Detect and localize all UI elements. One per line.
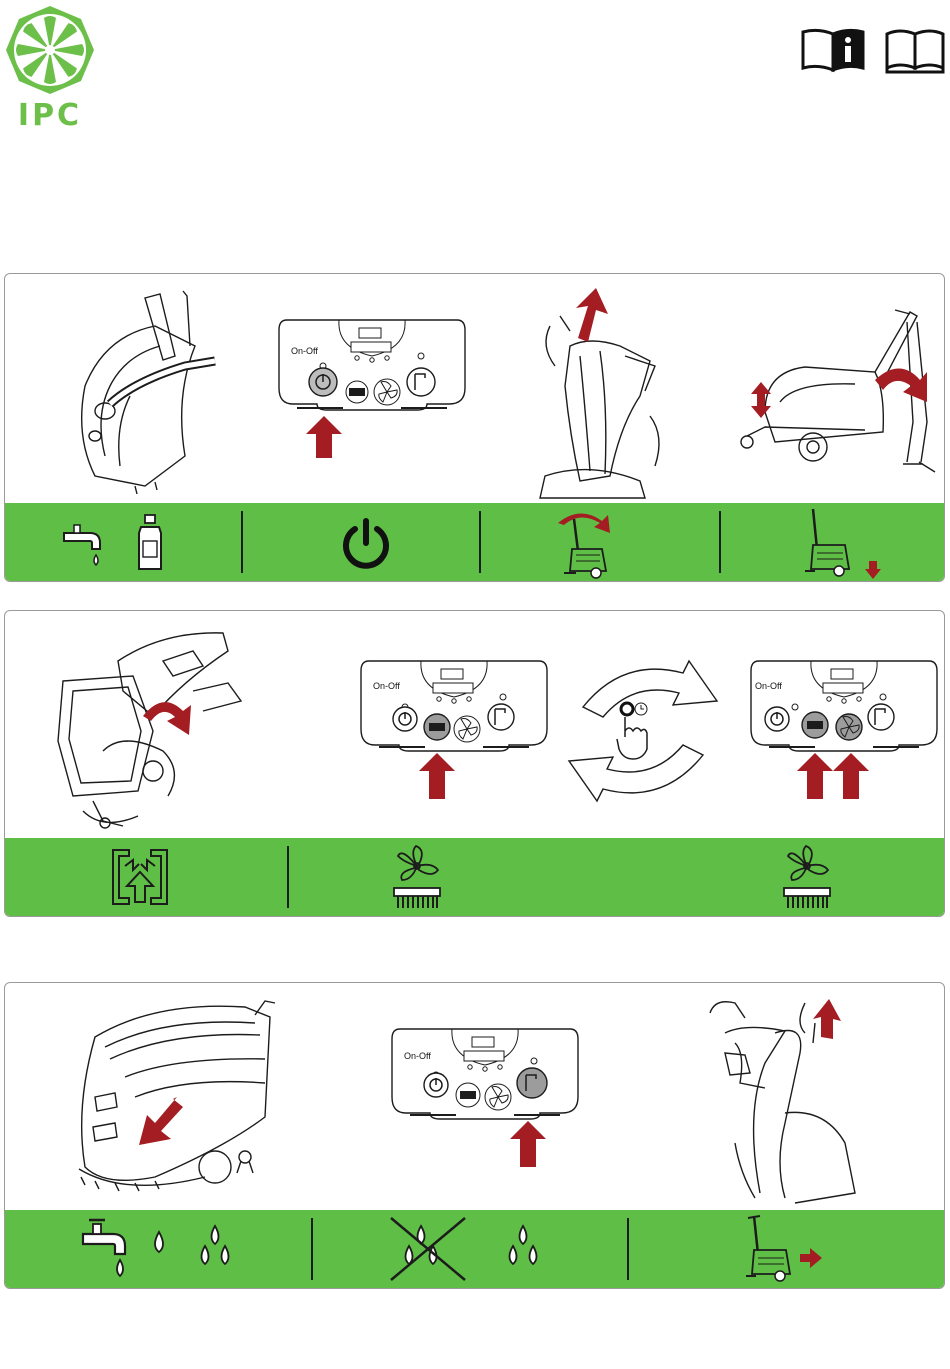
cycle-wait-icon xyxy=(563,651,723,811)
press-arrow xyxy=(306,416,342,458)
open-lid-illustration xyxy=(43,621,253,836)
water-tap-icon xyxy=(60,517,110,569)
brand-name: IPC xyxy=(4,98,96,133)
no-water-icon xyxy=(383,1214,553,1284)
fan-brush-icon xyxy=(778,842,836,914)
fan-brush-icon xyxy=(388,842,446,914)
detergent-bottle-icon xyxy=(135,513,165,571)
ipc-logo-icon xyxy=(4,4,96,96)
control-panel-3: On-Off xyxy=(749,659,939,804)
band-separator xyxy=(719,511,721,573)
raise-handle-illustration xyxy=(530,286,670,501)
press-arrow xyxy=(510,1121,546,1167)
instruction-band-2 xyxy=(5,838,944,916)
raise-arrow xyxy=(576,288,608,342)
machine-front-illustration xyxy=(65,997,280,1197)
band-separator xyxy=(287,846,289,908)
up-down-arrow xyxy=(751,382,771,418)
machine-push-icon xyxy=(740,1212,830,1286)
open-arrow xyxy=(143,702,191,735)
down-left-arrow xyxy=(139,1097,183,1145)
handle-fold-icon xyxy=(550,505,618,579)
panel-step-2: On-Off On-Off xyxy=(4,610,945,917)
press-arrow xyxy=(833,753,869,799)
lift-handle-illustration xyxy=(705,993,865,1208)
tank-fill-icon xyxy=(109,846,171,908)
onoff-label: On-Off xyxy=(755,681,782,691)
panel-step-1: On-Off xyxy=(4,273,945,582)
power-icon xyxy=(339,517,393,571)
control-panel-1: On-Off xyxy=(277,318,467,463)
band-separator xyxy=(627,1218,629,1280)
ipc-logo: IPC xyxy=(4,4,96,132)
tilt-machine-illustration xyxy=(735,302,945,482)
onoff-label: On-Off xyxy=(373,681,400,691)
machine-lower-icon xyxy=(795,505,885,579)
instruction-band-3 xyxy=(5,1210,944,1288)
water-drops-icon xyxy=(79,1216,249,1284)
panel-step-3: On-Off xyxy=(4,982,945,1289)
manual-book-icon xyxy=(884,26,946,74)
press-arrow xyxy=(419,753,455,799)
band-separator xyxy=(241,511,243,573)
tilt-arrow xyxy=(875,369,927,403)
control-panel-2: On-Off xyxy=(359,659,549,804)
fill-tank-illustration xyxy=(65,286,225,496)
control-panel-4: On-Off xyxy=(390,1027,580,1172)
band-separator xyxy=(311,1218,313,1280)
onoff-label: On-Off xyxy=(404,1051,431,1061)
lift-arrow xyxy=(813,999,841,1039)
instruction-band-1 xyxy=(5,503,944,581)
manual-info-icon xyxy=(800,26,866,74)
onoff-label: On-Off xyxy=(291,346,318,356)
press-arrow xyxy=(797,753,833,799)
band-separator xyxy=(479,511,481,573)
